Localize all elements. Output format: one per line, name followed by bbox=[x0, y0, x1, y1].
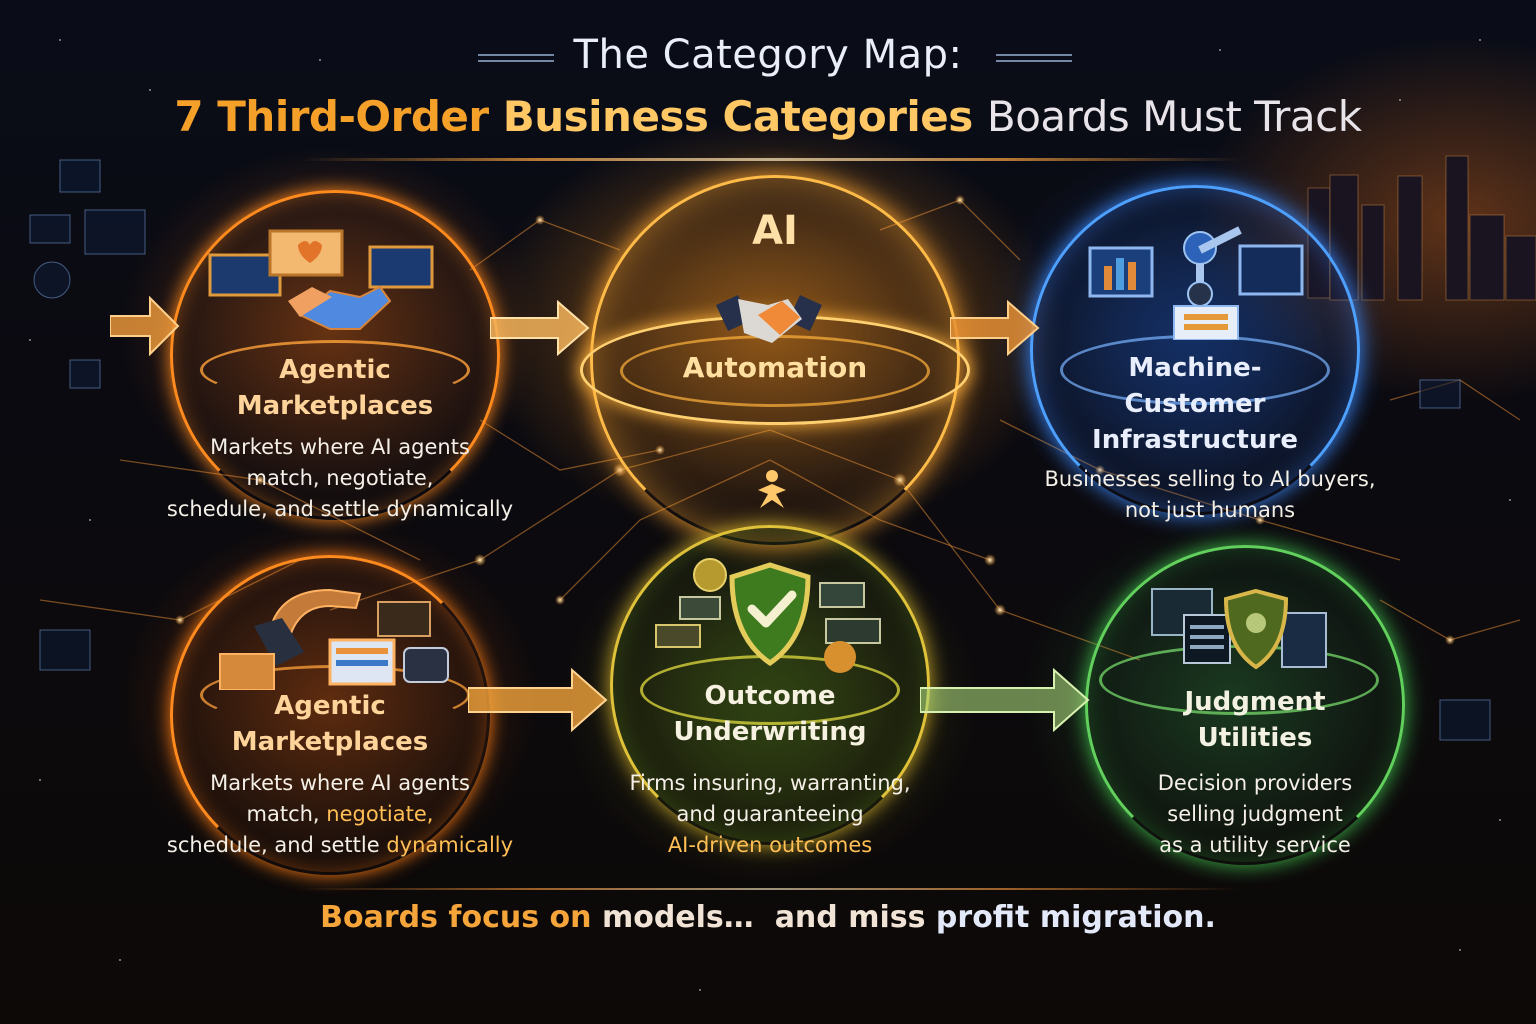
hub-ring bbox=[170, 190, 500, 520]
hub-title-line: Agentic bbox=[279, 355, 391, 385]
hub-description: Markets where AI agents match, negotiate… bbox=[150, 432, 530, 525]
hub-orbit bbox=[200, 340, 470, 400]
title-divider bbox=[300, 158, 1240, 161]
desc-line: selling judgment bbox=[1167, 802, 1343, 826]
hub-title-line: Outcome bbox=[704, 681, 836, 711]
hub-title: Outcome Underwriting bbox=[600, 678, 940, 750]
hub-title: Agentic Marketplaces bbox=[160, 688, 500, 760]
hub-label-ai: AI bbox=[752, 208, 798, 254]
desc-line: and guaranteeing bbox=[676, 802, 864, 826]
desc-line: match, negotiate, bbox=[246, 466, 434, 490]
hub-description: Firms insuring, warranting, and guarante… bbox=[580, 768, 960, 861]
robot-arm-icon bbox=[1088, 226, 1304, 340]
hub-title: Machine- Customer Infrastructure bbox=[1030, 350, 1360, 458]
hub-description: Markets where AI agents match, negotiate… bbox=[130, 768, 550, 861]
hub-title-line: Underwriting bbox=[673, 717, 867, 747]
desc-line: not just humans bbox=[1124, 498, 1296, 522]
arrow-right-icon bbox=[950, 300, 1040, 356]
desc-line: as a utility service bbox=[1159, 833, 1351, 857]
arrow-right-icon bbox=[490, 300, 590, 356]
desc-line: Businesses selling to AI buyers, bbox=[1044, 467, 1376, 491]
arrow-right-icon bbox=[468, 668, 608, 732]
upward-person-icon bbox=[758, 470, 786, 508]
hub-ring bbox=[1085, 545, 1405, 865]
hub-title: Automation bbox=[682, 351, 868, 384]
desc-highlight: dynamically bbox=[386, 833, 514, 857]
hub-title-line: Infrastructure bbox=[1092, 425, 1298, 455]
arrow-entry-icon bbox=[110, 296, 180, 356]
desc-line: match, negotiate, bbox=[130, 799, 550, 830]
hub-ring bbox=[170, 555, 490, 875]
robot-arm-icon bbox=[219, 588, 449, 690]
desc-text: match, bbox=[246, 802, 327, 826]
title-line-2: 7 Third-Order Business Categories Boards… bbox=[0, 92, 1536, 141]
hub-title-line: Marketplaces bbox=[236, 391, 434, 421]
hub-title-line: Judgment bbox=[1184, 687, 1326, 717]
shield-icon bbox=[1151, 588, 1327, 670]
hub-title-line: Utilities bbox=[1197, 723, 1313, 753]
footer-text: profit migration. bbox=[935, 900, 1216, 935]
shield-check-icon bbox=[655, 558, 881, 673]
title-suffix: Boards Must Track bbox=[986, 92, 1362, 141]
hub-agentic-marketplaces-top bbox=[170, 190, 500, 520]
hub-description: Decision providers selling judgment as a… bbox=[1075, 768, 1435, 861]
footer-text: models… bbox=[601, 900, 754, 935]
hub-title-line: Agentic bbox=[274, 691, 386, 721]
hub-title: Judgment Utilities bbox=[1085, 684, 1425, 756]
desc-line: schedule, and settle dynamically bbox=[166, 497, 514, 521]
desc-highlight: AI-driven outcomes bbox=[667, 833, 873, 857]
desc-highlight: negotiate, bbox=[326, 802, 434, 826]
desc-line: Firms insuring, warranting, bbox=[629, 771, 911, 795]
title-line-1: The Category Map: bbox=[573, 32, 963, 78]
desc-line: Markets where AI agents bbox=[210, 435, 470, 459]
footer-text: and miss bbox=[774, 900, 926, 935]
title-highlight: Business Categories bbox=[502, 92, 974, 141]
footer-text: Boards focus on bbox=[320, 900, 592, 935]
title-rule-right bbox=[996, 54, 1072, 62]
desc-line: schedule, and settle dynamically bbox=[130, 830, 550, 861]
hub-title: Agentic Marketplaces bbox=[170, 352, 500, 424]
hub-description: Businesses selling to AI buyers, not jus… bbox=[1010, 464, 1410, 526]
title-rule-left bbox=[478, 54, 554, 62]
footer-divider bbox=[300, 888, 1240, 890]
title-count: 7 Third-Order bbox=[174, 92, 489, 141]
hub-title-line: Marketplaces bbox=[231, 727, 429, 757]
desc-text: schedule, and settle bbox=[166, 833, 387, 857]
handshake-icon bbox=[208, 229, 434, 330]
arrow-right-icon bbox=[920, 668, 1090, 732]
hub-title-line: Machine- bbox=[1128, 353, 1262, 383]
footer-tagline: Boards focus on models… and miss profit … bbox=[0, 900, 1536, 935]
desc-line: Markets where AI agents bbox=[210, 771, 470, 795]
handshake-icon bbox=[716, 295, 822, 343]
hub-title-line: Customer bbox=[1124, 389, 1266, 419]
desc-line: Decision providers bbox=[1157, 771, 1353, 795]
